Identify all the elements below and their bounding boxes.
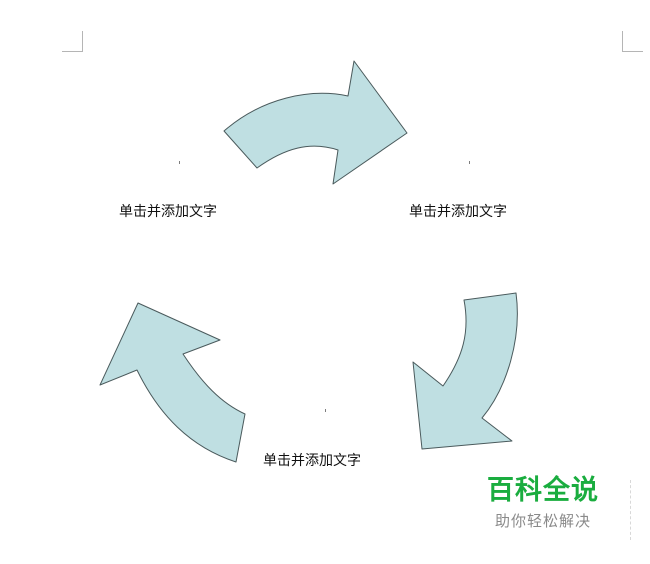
text-anchor-mark xyxy=(179,161,180,164)
cycle-node-label-3[interactable]: 单击并添加文字 xyxy=(263,453,361,469)
watermark-subtitle: 助你轻松解决 xyxy=(494,512,591,530)
watermark-logo: 百科全说 助你轻松解决 xyxy=(478,474,608,532)
cycle-node-label-2[interactable]: 单击并添加文字 xyxy=(409,204,507,220)
watermark-title: 百科全说 xyxy=(487,475,599,506)
page-margin-corner-top-left xyxy=(62,31,83,52)
cycle-arrow-left[interactable] xyxy=(99,302,246,463)
text-anchor-mark xyxy=(469,161,470,164)
cycle-arrow-right[interactable] xyxy=(412,292,518,450)
cycle-arrow-top[interactable] xyxy=(223,60,408,185)
cycle-node-label-1[interactable]: 单击并添加文字 xyxy=(119,204,217,220)
text-anchor-mark xyxy=(325,409,326,412)
page-margin-corner-top-right xyxy=(622,31,643,52)
page-edge-guide xyxy=(630,480,632,540)
